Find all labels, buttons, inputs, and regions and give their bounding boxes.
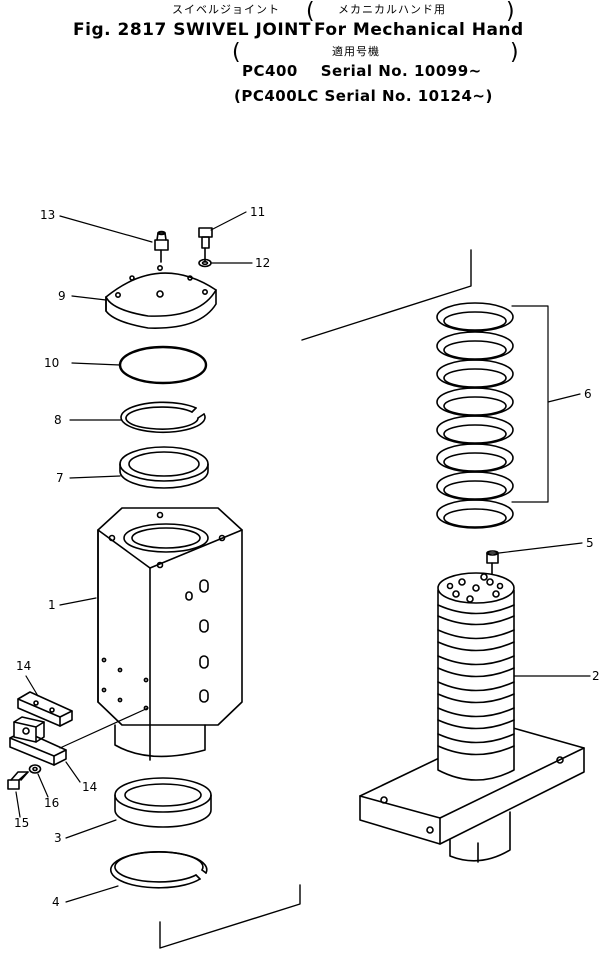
leader-lines xyxy=(15,211,591,903)
part-1-housing xyxy=(97,507,243,761)
callout-5: 5 xyxy=(586,536,594,550)
part-6-seal-rings xyxy=(436,302,514,529)
part-11-bolt xyxy=(198,227,213,263)
callout-3: 3 xyxy=(54,831,62,845)
part-13-grease-nipple xyxy=(154,230,169,263)
part-16-washer xyxy=(28,764,42,774)
for-mechanical-hand: For Mechanical Hand xyxy=(314,20,524,40)
paren-close-2: ) xyxy=(510,40,519,65)
callout-12: 12 xyxy=(255,256,271,270)
part-2-shaft xyxy=(359,572,585,863)
callout-10: 10 xyxy=(44,356,60,370)
part-4-snap-ring xyxy=(109,850,208,889)
callout-2: 2 xyxy=(592,669,600,683)
paren-open-2: ( xyxy=(232,40,241,65)
callout-14-top: 14 xyxy=(16,659,32,673)
callout-6: 6 xyxy=(584,387,592,401)
part-9-cover xyxy=(105,264,217,329)
title-kana-mechanical-hand: メカニカルハンド用 xyxy=(338,3,446,16)
part-15-bolt xyxy=(7,771,29,790)
part-14-bracket xyxy=(9,691,73,766)
callout-13: 13 xyxy=(40,208,56,222)
part-5-plug xyxy=(486,550,499,576)
part-10-o-ring xyxy=(118,345,208,385)
part-3-ring xyxy=(114,777,212,828)
paren-close-1: ) xyxy=(506,0,515,24)
callout-9: 9 xyxy=(58,289,66,303)
callout-16: 16 xyxy=(44,796,60,810)
part-8-snap-ring xyxy=(120,401,206,434)
callout-7: 7 xyxy=(56,471,64,485)
callout-1: 1 xyxy=(48,598,56,612)
serial-line-pc400lc: (PC400LC Serial No. 10124~) xyxy=(234,87,493,105)
applicable-models-label: 適用号機 xyxy=(332,45,380,58)
part-7-ring xyxy=(119,446,209,489)
callout-4: 4 xyxy=(52,895,60,909)
paren-open-1: ( xyxy=(306,0,315,24)
callout-8: 8 xyxy=(54,413,62,427)
callout-14-bottom: 14 xyxy=(82,780,98,794)
title-kana-swivel-joint: スイベルジョイント xyxy=(172,3,280,16)
callout-11: 11 xyxy=(250,205,266,219)
part-12-washer xyxy=(198,258,212,268)
callout-15: 15 xyxy=(14,816,30,830)
figure-title: Fig. 2817 SWIVEL JOINT xyxy=(73,20,311,40)
assembly-guide-lines xyxy=(159,249,472,949)
serial-line-pc400: PC400 Serial No. 10099~ xyxy=(242,62,482,80)
